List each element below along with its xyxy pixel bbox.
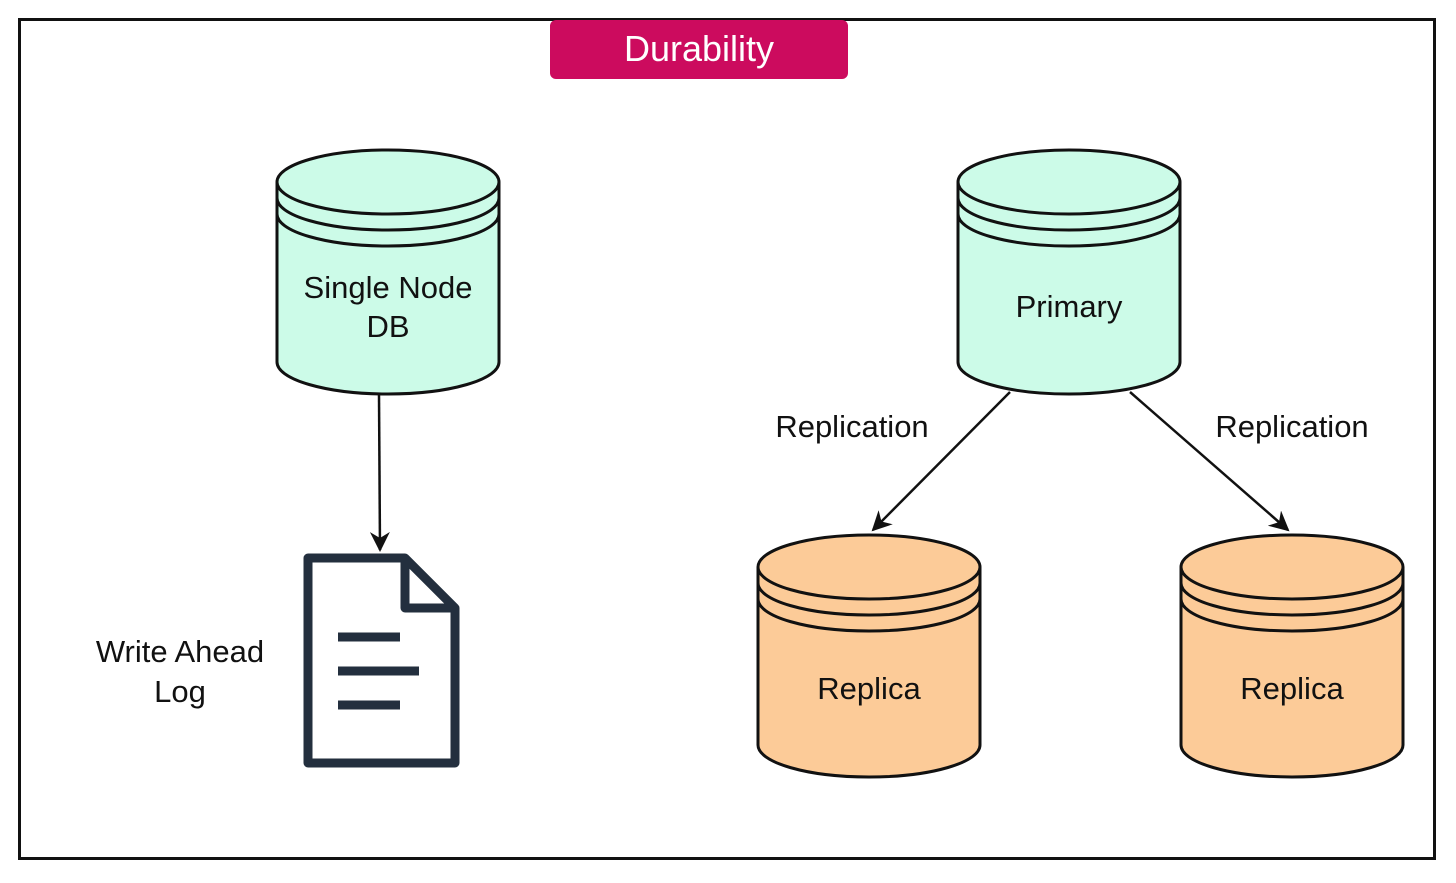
cylinder-top	[956, 148, 1182, 216]
document-icon	[303, 553, 460, 768]
replica-right-label: Replica	[1240, 671, 1344, 706]
cylinder-ring	[1179, 582, 1405, 617]
arrow-primary-to-replica-right	[1129, 391, 1290, 532]
cylinder-ring	[956, 213, 1182, 248]
cylinder-ring	[275, 213, 501, 248]
replica-left-label: Replica	[817, 671, 921, 706]
primary-db-cylinder	[956, 148, 1182, 396]
cylinder-top	[756, 533, 982, 601]
wal-label: Write Ahead Log	[80, 632, 280, 712]
cylinder-body	[756, 567, 982, 779]
cylinder-ring	[756, 598, 982, 633]
cylinder-ring	[275, 197, 501, 232]
diagram-frame	[18, 18, 1436, 860]
cylinder-ring	[956, 197, 1182, 232]
cylinder-body	[1179, 567, 1405, 779]
replication-label-left: Replication	[775, 409, 929, 444]
diagram-title: Durability	[550, 20, 848, 79]
single-node-db-label: Single Node DB	[277, 268, 499, 346]
single-node-db-label-line2: DB	[366, 309, 410, 344]
cylinder-top	[275, 148, 501, 216]
wal-label-line2: Log	[154, 674, 206, 709]
wal-label-line1: Write Ahead	[95, 634, 265, 669]
single-node-db-cylinder	[275, 148, 501, 396]
cylinder-ring	[756, 582, 982, 617]
single-node-db-label-line1: Single Node	[303, 270, 473, 305]
primary-label: Primary	[1015, 289, 1123, 324]
cylinder-top	[1179, 533, 1405, 601]
cylinder-body	[956, 182, 1182, 396]
cylinder-ring	[1179, 598, 1405, 633]
arrow-db-to-wal	[369, 394, 390, 552]
document-outline	[303, 553, 460, 768]
replica-right-cylinder	[1179, 533, 1405, 779]
replication-label-right: Replication	[1215, 409, 1369, 444]
document-fold	[400, 558, 455, 613]
arrow-primary-to-replica-left	[871, 391, 1011, 532]
cylinder-body	[275, 182, 501, 396]
replica-left-cylinder	[756, 533, 982, 779]
